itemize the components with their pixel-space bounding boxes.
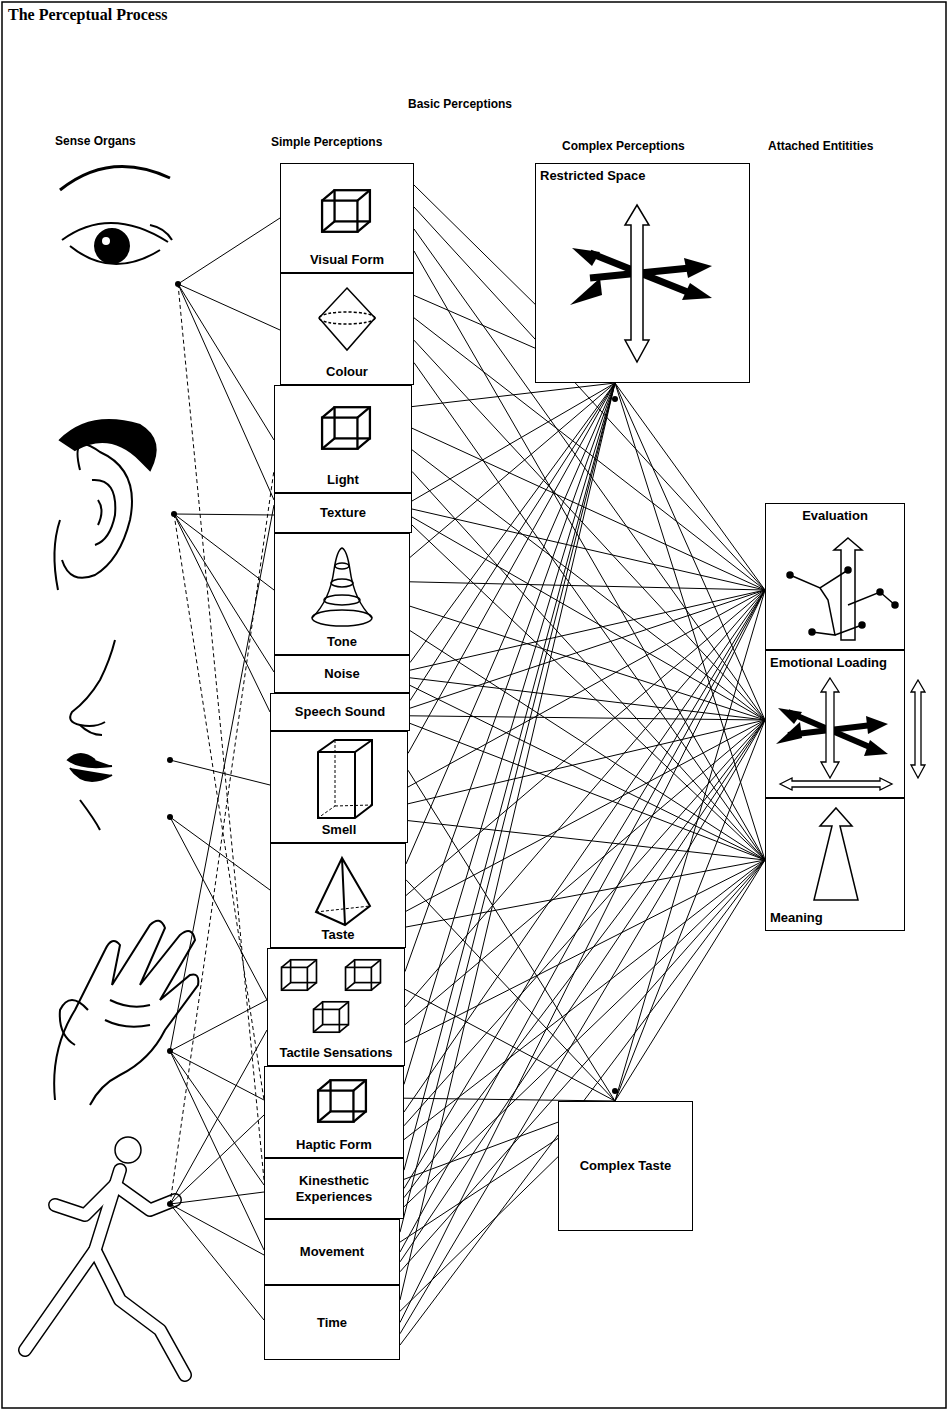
- simple-perception-box: Time: [264, 1285, 400, 1360]
- box-label: Evaluation: [802, 508, 868, 524]
- connector-line: [404, 383, 615, 1084]
- connector-line: [412, 428, 765, 590]
- column-heading: Basic Perceptions: [408, 97, 512, 111]
- connector-line: [404, 860, 765, 1140]
- box-label: Colour: [326, 364, 368, 380]
- connector-line: [400, 590, 765, 1252]
- connector-line: [412, 450, 765, 720]
- simple-perception-box: Tone: [274, 533, 410, 655]
- box-label: Tactile Sensations: [279, 1045, 392, 1061]
- box-label: Kinesthetic Experiences: [269, 1173, 399, 1204]
- connector-line: [406, 880, 615, 1101]
- simple-perception-box: Kinesthetic Experiences: [264, 1158, 404, 1219]
- connector-line: [406, 383, 615, 864]
- box-label: Light: [327, 472, 359, 488]
- attached-entity-box: Evaluation: [765, 503, 905, 650]
- simple-perception-box: Speech Sound: [270, 693, 410, 731]
- simple-perception-box: Visual Form: [280, 163, 414, 273]
- simple-perception-box: Light: [274, 385, 412, 493]
- connector-line: [414, 363, 765, 860]
- connector-line: [410, 631, 765, 860]
- column-heading: Simple Perceptions: [271, 135, 382, 149]
- connector-line: [408, 383, 615, 753]
- simple-perception-box: Haptic Form: [264, 1066, 404, 1158]
- eye-drawing: [60, 166, 172, 264]
- simple-perception-box: Texture: [274, 493, 412, 533]
- connector-line: [408, 821, 765, 860]
- connector-line: [405, 383, 615, 972]
- connector-line: [404, 720, 765, 1126]
- complex-perception-box: Restricted Space: [535, 163, 750, 383]
- box-label: Time: [317, 1315, 347, 1331]
- connector-line: [408, 770, 615, 1101]
- connector-line: [615, 860, 765, 1101]
- connector-line: [406, 860, 765, 927]
- connector-line: [410, 606, 765, 720]
- connector-line: [412, 509, 765, 590]
- box-label: Emotional Loading: [770, 655, 887, 671]
- connector-line: [400, 860, 765, 1345]
- box-label: Restricted Space: [540, 168, 646, 184]
- connector-line: [410, 582, 765, 590]
- simple-perception-box: Taste: [270, 843, 406, 948]
- box-label: Complex Taste: [580, 1158, 672, 1174]
- connector-line: [410, 716, 765, 720]
- connector-line: [615, 590, 765, 1101]
- connector-line: [410, 590, 765, 670]
- connector-line: [400, 590, 765, 1323]
- column-heading: Complex Perceptions: [562, 139, 685, 153]
- sense-dots: [167, 281, 181, 1207]
- box-label: Noise: [324, 666, 359, 682]
- ear-drawing: [54, 420, 155, 590]
- connector-line: [410, 383, 615, 663]
- convergence-dots: [612, 396, 618, 1094]
- connector-line: [615, 383, 765, 720]
- connector-line: [400, 720, 765, 1334]
- connector-line: [414, 340, 765, 720]
- diagram-title: The Perceptual Process: [8, 6, 167, 24]
- connector-line: [400, 720, 765, 1262]
- simple-perception-box: Colour: [280, 273, 414, 385]
- complex-perception-box: Complex Taste: [558, 1101, 693, 1231]
- box-label: Movement: [300, 1244, 364, 1260]
- connector-line: [405, 590, 765, 1007]
- connector-line: [410, 383, 615, 701]
- simple-perception-box: Movement: [264, 1219, 400, 1285]
- box-label: Tone: [327, 634, 357, 650]
- connector-line: [404, 383, 615, 1170]
- connector-line: [406, 720, 765, 911]
- attached-entity-box: Emotional Loading: [765, 650, 905, 798]
- box-label: Haptic Form: [296, 1137, 372, 1153]
- connector-line: [405, 720, 765, 1025]
- connector-line: [412, 383, 615, 407]
- simple-perception-box: Tactile Sensations: [267, 948, 405, 1066]
- box-label: Meaning: [770, 910, 823, 926]
- simple-perception-box: Noise: [274, 655, 410, 693]
- simple-perception-box: Smell: [270, 731, 408, 843]
- running-figure: [25, 1137, 185, 1375]
- box-label: Visual Form: [310, 252, 384, 268]
- column-heading: Attached Entitities: [768, 139, 873, 153]
- connector-line: [615, 383, 765, 590]
- nose-mouth-drawing: [68, 640, 115, 830]
- box-label: Taste: [322, 927, 355, 943]
- box-label: Texture: [320, 505, 366, 521]
- attached-entity-box: Meaning: [765, 798, 905, 931]
- box-label: Smell: [322, 822, 357, 838]
- box-label: Speech Sound: [295, 704, 385, 720]
- hand-drawing: [54, 921, 198, 1105]
- connector-line: [615, 383, 765, 860]
- connector-line: [410, 678, 765, 720]
- connector-line: [410, 723, 765, 860]
- connector-line: [404, 590, 765, 1189]
- connector-line: [615, 720, 765, 1101]
- column-heading: Sense Organs: [55, 134, 136, 148]
